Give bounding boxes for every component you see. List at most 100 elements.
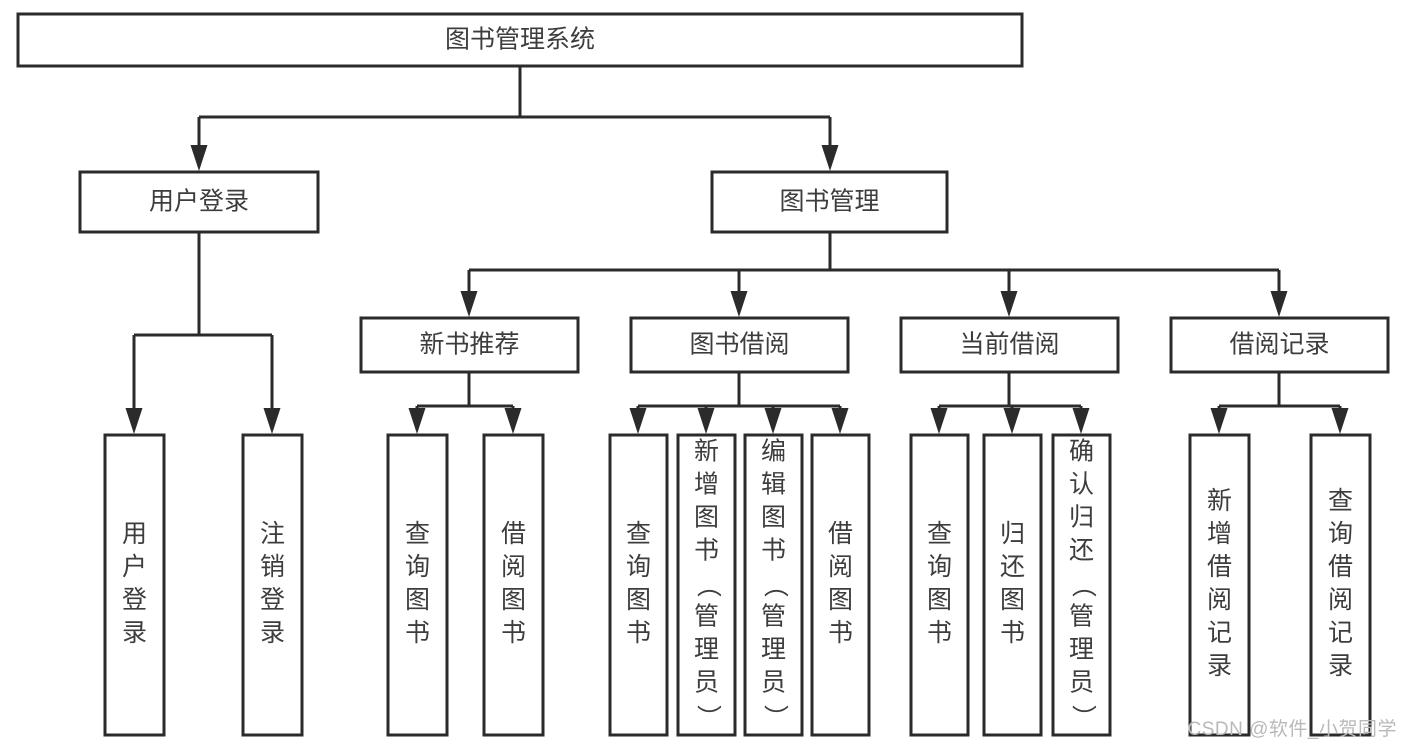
arrow-head-0 (190, 145, 208, 171)
node-label-char: 书 (694, 537, 719, 565)
arrow-head-0 (125, 408, 143, 434)
node-book-borrow: 图书借阅 (629, 316, 850, 374)
node-box-leaf-logout[interactable] (241, 433, 304, 737)
node-label-char: 增 (1207, 520, 1232, 548)
node-box-new-book-rec[interactable] (359, 316, 580, 374)
node-label-char: 书 (1000, 619, 1025, 647)
node-label-char: 图 (501, 586, 526, 614)
node-box-leaf-borrow-book-2[interactable] (810, 433, 871, 737)
arrow-head-0 (930, 408, 948, 434)
node-label-char: 记 (1207, 619, 1232, 647)
node-label-char: 询 (405, 553, 430, 581)
node-box-root[interactable] (16, 12, 1024, 68)
arrow-head-0 (629, 408, 647, 434)
node-label-char: 管 (694, 603, 719, 631)
connector-group-current-borrow-children (930, 372, 1090, 434)
node-label-user-login: 用户登录 (149, 188, 249, 216)
node-label-char: 借 (1328, 553, 1353, 581)
connector-group-borrow-record-children (1210, 372, 1349, 434)
node-label-root: 图书管理系统 (445, 26, 595, 54)
node-box-borrow-record[interactable] (1169, 316, 1390, 374)
node-new-book-rec: 新书推荐 (359, 316, 580, 374)
node-box-user-login[interactable] (78, 170, 320, 234)
node-label-char: 图 (405, 586, 430, 614)
connector-layer (125, 66, 1349, 434)
node-label-current-borrow: 当前借阅 (959, 331, 1059, 359)
node-book-manage: 图书管理 (710, 170, 949, 234)
node-label-char: 编 (761, 438, 786, 466)
node-box-leaf-return-book[interactable] (982, 433, 1043, 737)
node-label-char: 书 (927, 619, 952, 647)
connector-group-user-login-children (125, 232, 281, 434)
node-box-leaf-query-book-3[interactable] (909, 433, 970, 737)
node-label-char: 新 (1207, 487, 1232, 515)
node-label-char: 辑 (761, 471, 786, 499)
arrow-head-2 (1000, 291, 1018, 317)
node-leaf-user-login: 用户登录 (103, 433, 166, 737)
node-label-new-book-rec: 新书推荐 (419, 331, 519, 359)
node-label-char: 员 (761, 669, 786, 697)
node-label-char: 销 (260, 553, 285, 581)
arrow-head-2 (764, 408, 782, 434)
arrow-head-0 (1210, 408, 1228, 434)
node-box-book-borrow[interactable] (629, 316, 850, 374)
node-label-char: 增 (694, 471, 719, 499)
node-label-char: （ (1069, 572, 1097, 597)
node-label-char: 用 (122, 520, 147, 548)
node-label-char: 图 (626, 586, 651, 614)
node-box-leaf-query-record[interactable] (1309, 433, 1372, 737)
arrow-head-1 (263, 408, 281, 434)
node-label-char: 员 (1069, 669, 1094, 697)
arrow-head-3 (831, 408, 849, 434)
node-label-borrow-record: 借阅记录 (1229, 331, 1329, 359)
node-label-char: 阅 (1207, 586, 1232, 614)
node-label-char: 录 (260, 619, 285, 647)
node-label-char: 书 (761, 537, 786, 565)
connector-group-new-book-rec-children (408, 372, 522, 434)
node-box-leaf-add-book[interactable] (676, 433, 737, 737)
node-label-char: 图 (927, 586, 952, 614)
node-box-leaf-edit-book[interactable] (743, 433, 804, 737)
node-label-char: 查 (1328, 487, 1353, 515)
node-box-leaf-add-record[interactable] (1188, 433, 1251, 737)
node-label-char: ） (694, 704, 722, 729)
node-label-char: （ (761, 572, 789, 597)
node-label-char: 认 (1069, 471, 1094, 499)
node-box-leaf-query-book-2[interactable] (608, 433, 669, 737)
node-label-char: 阅 (828, 553, 853, 581)
node-label-char: ） (1069, 704, 1097, 729)
node-label-char: 登 (260, 586, 285, 614)
node-label-char: 查 (405, 520, 430, 548)
arrow-head-2 (1072, 408, 1090, 434)
node-label-char: 图 (761, 504, 786, 532)
arrow-head-1 (1331, 408, 1349, 434)
node-label-char: 录 (1328, 652, 1353, 680)
node-box-leaf-query-book-1[interactable] (386, 433, 449, 737)
node-label-char: 图 (828, 586, 853, 614)
node-box-current-borrow[interactable] (899, 316, 1120, 374)
node-label-char: 询 (626, 553, 651, 581)
node-box-leaf-borrow-book-1[interactable] (482, 433, 545, 737)
node-box-leaf-user-login[interactable] (103, 433, 166, 737)
node-label-char: 归 (1000, 520, 1025, 548)
arrow-head-0 (408, 408, 426, 434)
node-label-char: 查 (626, 520, 651, 548)
node-label-char: ） (761, 704, 789, 729)
node-label-char: 还 (1000, 553, 1025, 581)
node-box-book-manage[interactable] (710, 170, 949, 234)
arrow-head-0 (460, 291, 478, 317)
node-label-char: 理 (761, 636, 786, 664)
node-label-char: 管 (1069, 603, 1094, 631)
node-box-leaf-confirm-return[interactable] (1051, 433, 1112, 737)
node-label-char: 借 (828, 520, 853, 548)
